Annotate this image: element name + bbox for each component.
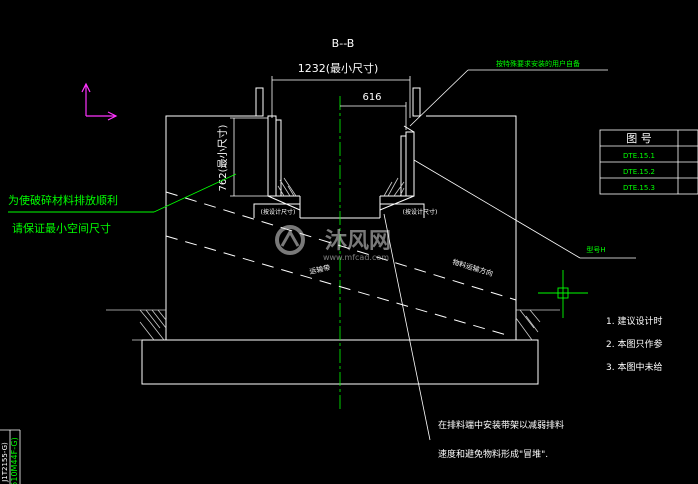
note-item-2: 2. 本图只作参 xyxy=(606,338,662,350)
drawing-number-table xyxy=(599,129,698,195)
dim-width-text: 1232(最小尺寸) xyxy=(298,61,379,75)
anchor-bolts xyxy=(255,87,421,117)
bottom-note-line2: 速度和避免物料形成"冒堆". xyxy=(438,448,548,460)
bottom-note-leader xyxy=(383,213,431,441)
left-foot-label: (按设计尺寸) xyxy=(261,208,296,216)
dim-height-text: 762(最小尺寸) xyxy=(216,124,229,191)
ucs-axis-icon xyxy=(81,82,118,121)
watermark-logo-icon xyxy=(275,225,305,255)
note-item-1: 1. 建议设计时 xyxy=(606,315,662,327)
belt-label: 运输带 xyxy=(309,263,331,276)
table-row-1: DTE.15.1 xyxy=(623,152,655,160)
watermark-url: www.mfcad.com xyxy=(323,253,389,262)
side-label-2: 510M44F-G) xyxy=(10,437,19,484)
hopper-feet xyxy=(253,203,425,218)
hopper-hatch xyxy=(277,177,405,197)
left-note-line1: 为使破碎材料排放顺利 xyxy=(8,193,118,207)
conveyor-lines xyxy=(165,191,517,337)
right-note-leader xyxy=(413,159,636,259)
flow-direction-label: 物料运输方向 xyxy=(451,257,494,278)
discharge-hopper xyxy=(267,115,415,219)
ground-hatch-right xyxy=(515,309,560,341)
left-note-line2: 请保证最小空间尺寸 xyxy=(12,221,111,235)
left-note-leader xyxy=(8,173,237,213)
dim-inner-line xyxy=(340,102,407,130)
dim-width-line xyxy=(271,76,411,118)
right-mark-label: 型号H xyxy=(586,245,605,254)
dim-height-line xyxy=(230,117,268,197)
note-item-3: 3. 本图中未给 xyxy=(606,361,662,373)
section-title: B--B xyxy=(332,37,355,50)
dim-inner-text: 616 xyxy=(362,92,381,103)
side-label-1: J1T2155-G) xyxy=(1,442,9,483)
top-note-leader xyxy=(409,69,608,127)
right-foot-label: (按设计尺寸) xyxy=(403,208,438,216)
table-row-2: DTE.15.2 xyxy=(623,168,655,176)
top-right-note: 按特殊要求安装的用户自备 xyxy=(496,59,580,68)
table-row-3: DTE.15.3 xyxy=(623,184,655,192)
table-header: 图 号 xyxy=(626,132,652,145)
ground-hatch-left xyxy=(106,309,167,341)
left-edge-frame xyxy=(0,429,21,484)
bottom-note-line1: 在排料端中安装带架以减弱排料 xyxy=(438,419,564,431)
crosshair-icon xyxy=(538,270,588,318)
watermark-text: 沐风网 xyxy=(325,229,391,254)
